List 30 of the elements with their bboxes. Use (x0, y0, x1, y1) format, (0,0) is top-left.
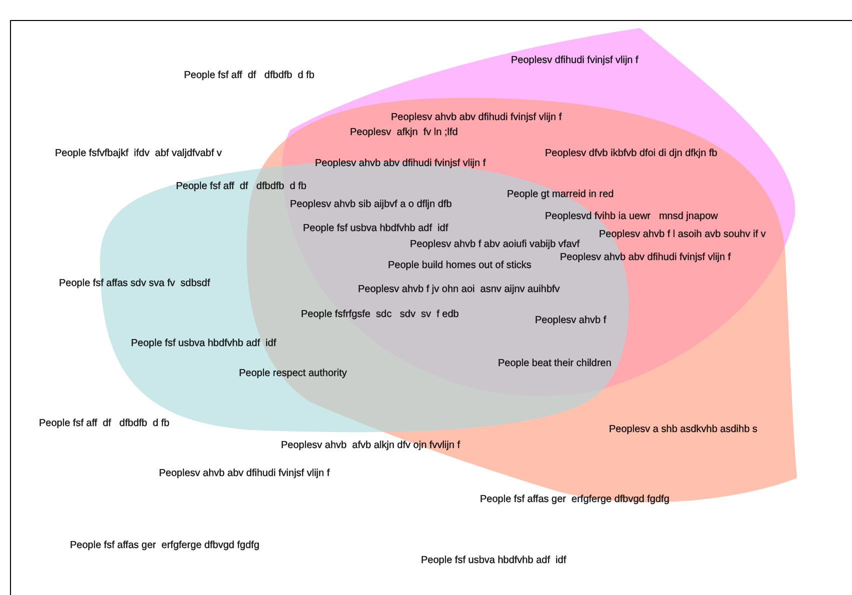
item-label: Peoplesv ahvb afvb alkjn dfv ojn fvvlijn f (281, 440, 460, 452)
item-label: People fsf usbva hbdfvhb adf idf (421, 555, 566, 567)
item-label: People beat their children (498, 358, 612, 370)
item-label: Peoplesv ahvb f l asoih avb souhv if v (599, 229, 766, 241)
item-label: Peoplesv dfvb ikbfvb dfoi di djn dfkjn fb (545, 148, 718, 160)
item-label: People build homes out of sticks (388, 260, 532, 272)
item-label: Peoplesv ahvb f abv aoiufi vabijb vfavf (410, 239, 580, 251)
item-label: Peoplesv afkjn fv ln ;lfd (350, 127, 458, 139)
item-label: Peoplesv dfihudi fvinjsf vlijn f (511, 55, 638, 67)
item-label: People fsf aff df dfbdfb d fb (184, 70, 314, 82)
item-label: People fsf usbva hbdfvhb adf idf (131, 338, 276, 350)
item-label: People fsf aff df dfbdfb d fb (39, 418, 170, 430)
item-label: People respect authority (239, 368, 347, 380)
item-label: People fsf affas sdv sva fv sdbsdf (59, 278, 210, 290)
item-label: People fsf affas ger erfgferge dfbvgd fgdfg (480, 494, 670, 506)
item-label: People fsfrfgsfe sdc sdv sv f edb (301, 309, 459, 321)
item-label: Peoplesv ahvb abv dfihudi fvinjsf vlijn f (315, 158, 486, 170)
item-label: Peoplesvd fvihb ia uewr mnsd jnapow (545, 211, 718, 223)
item-label: Peoplesv ahvb f jv ohn aoi asnv aijnv auihbfv (358, 284, 560, 296)
item-label: People fsfvfbajkf ifdv abf valjdfvabf v (55, 148, 222, 160)
item-label: Peoplesv ahvb abv dfihudi fvinjsf vlijn f (560, 252, 731, 264)
item-label: Peoplesv ahvb abv dfihudi fvinjsf vlijn f (159, 468, 330, 480)
item-label: Peoplesv ahvb f (535, 315, 606, 327)
item-label: People fsf affas ger erfgferge dfbvgd fgdfg (70, 540, 260, 552)
item-label: Peoplesv a shb asdkvhb asdihb s (609, 424, 758, 436)
item-label: People fsf usbva hbdfvhb adf idf (303, 223, 448, 235)
item-label: People fsf aff df dfbdfb d fb (176, 181, 306, 193)
item-label: Peoplesv ahvb sib aijbvf a o dfljn dfb (290, 199, 452, 211)
item-label: Peoplesv ahvb abv dfihudi fvinjsf vlijn f (391, 112, 562, 124)
item-label: People gt marreid in red (507, 189, 614, 201)
